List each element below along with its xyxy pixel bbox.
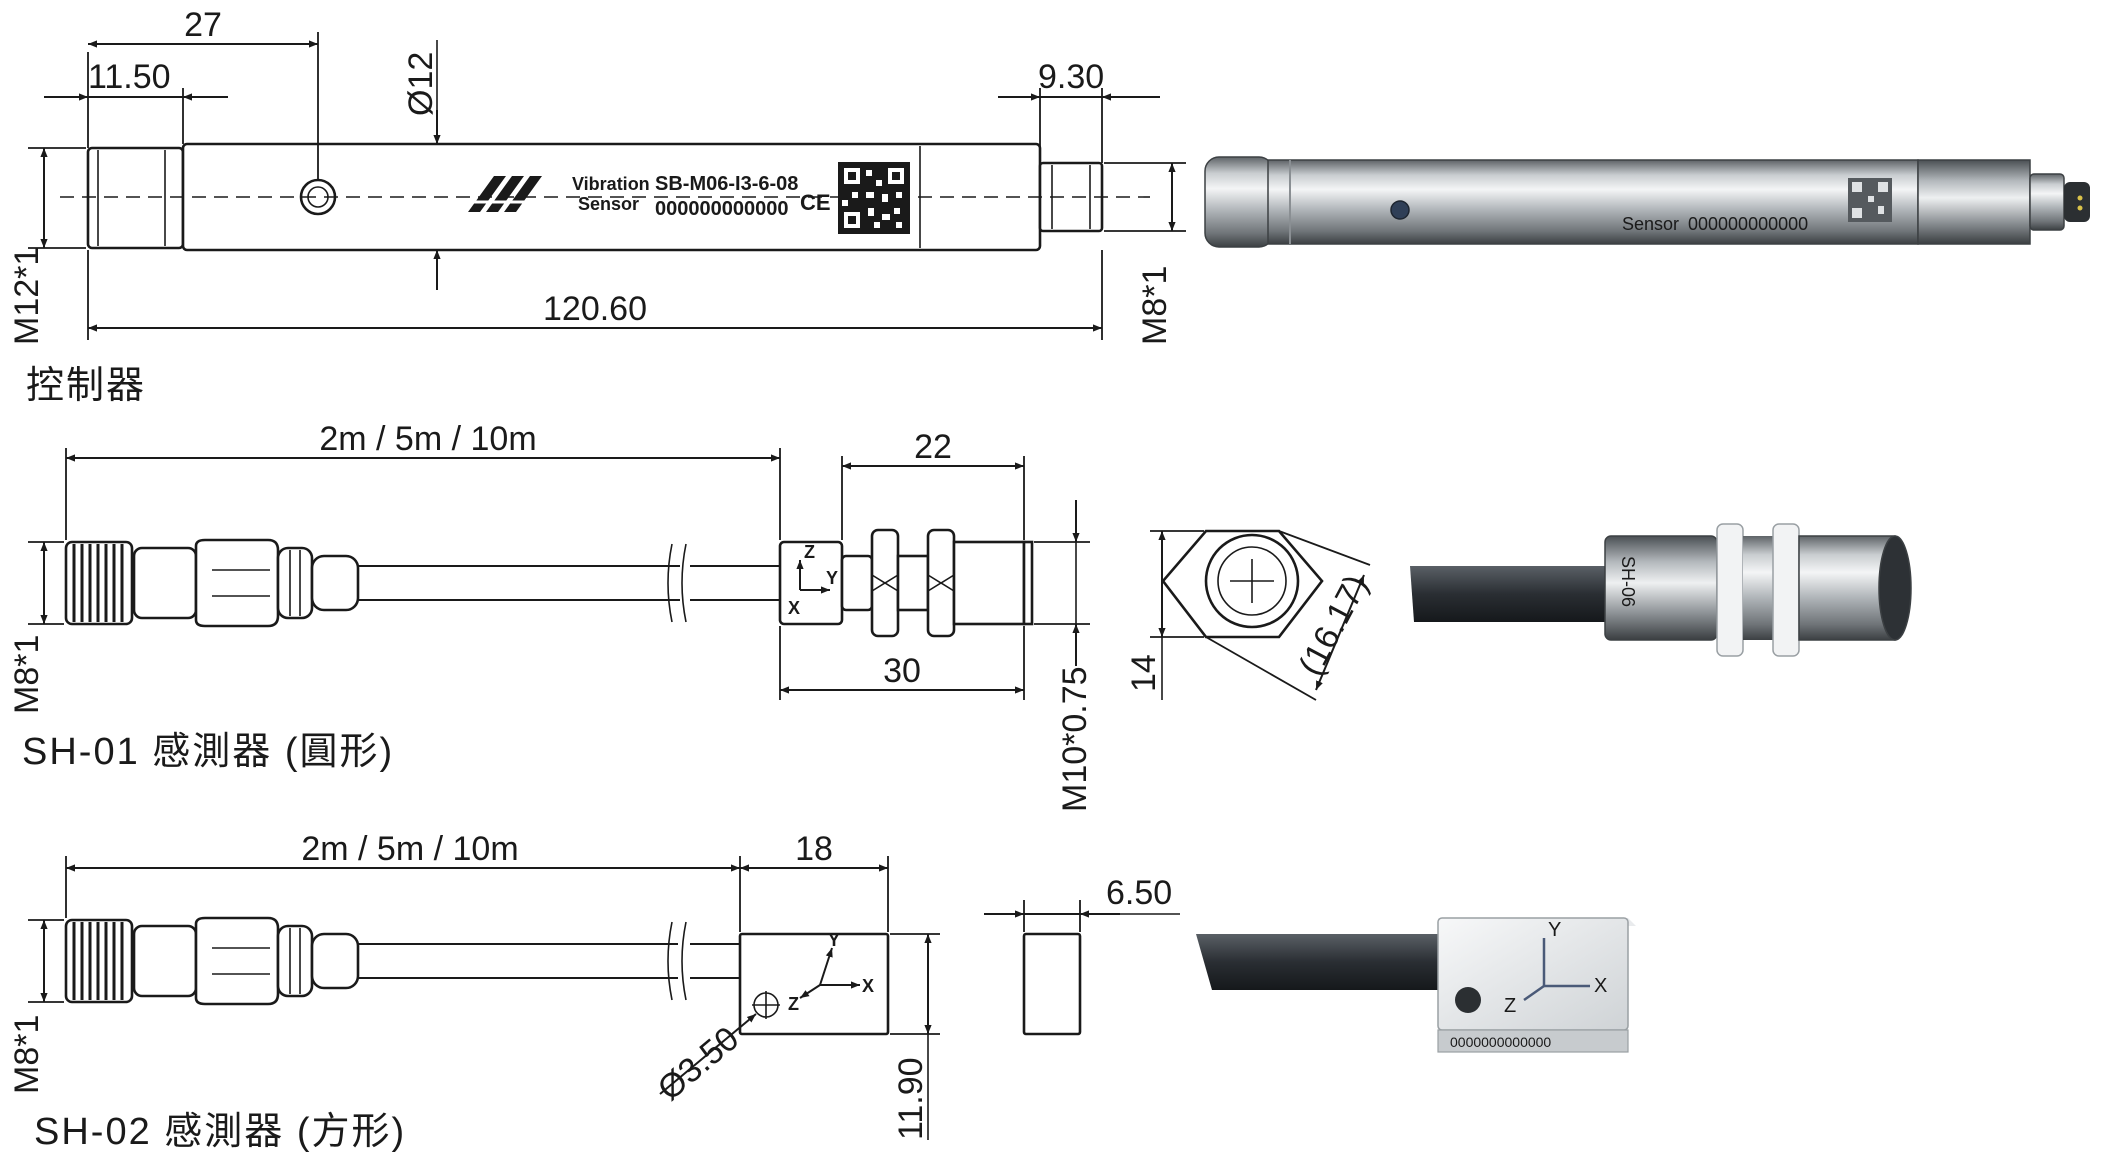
sh02-axis-triad-icon: Y X Z — [788, 930, 874, 1014]
dim-11-50: 11.50 — [88, 58, 171, 96]
sh01-axis-z: Z — [804, 542, 815, 562]
sh02-title: SH-02 感測器 (方形) — [34, 1111, 406, 1153]
sh02-axis-z: Z — [788, 994, 799, 1014]
controller-serial: 000000000000 — [655, 198, 788, 220]
sh02-photo-block — [1437, 917, 1629, 1031]
dim-120-60: 120.60 — [543, 290, 647, 328]
sh02-dim-cable-length: 2m / 5m / 10m — [301, 830, 518, 868]
sh02-dim-diameter-3-50: Ø3.50 — [651, 1019, 746, 1108]
controller-model: SB-M06-I3-6-08 — [655, 173, 798, 195]
ce-mark: CE — [800, 190, 831, 215]
hex-nut-icon: 14 (16.17) — [1125, 529, 1376, 701]
sh01-dim-m8: M8*1 — [8, 635, 46, 714]
sh02-photo-axis-x: X — [1594, 975, 1607, 997]
sh02-axis-x: X — [862, 976, 874, 996]
dim-m12: M12*1 — [8, 247, 46, 345]
sh02-dim-6-50: 6.50 — [1106, 874, 1172, 912]
sh02-dim-m8: M8*1 — [8, 1015, 46, 1094]
sh01-photo-label: SH-06 — [1618, 556, 1638, 607]
controller-title: 控制器 — [26, 365, 146, 407]
sh01-drawing: Z Y X 2m / 5m / 10m 22 30 M8*1 M10*0.75 … — [8, 420, 1094, 812]
sh02-photo-axis-z: Z — [1504, 995, 1516, 1017]
dim-9-30: 9.30 — [1038, 58, 1104, 96]
sh02-photo: Y X Z 0000000000000 — [1196, 917, 1636, 1053]
photo-sensor-label: Sensor — [1622, 214, 1679, 234]
photo-qr-code-icon — [1848, 178, 1892, 222]
sh02-dim-18: 18 — [795, 830, 833, 868]
sh02-dim-11-90: 11.90 — [892, 1057, 930, 1140]
sh01-dim-cable-length: 2m / 5m / 10m — [319, 420, 536, 458]
sh02-drawing: Y X Z 2m / 5m / 10m 18 M8*1 11.90 Ø3.50 … — [8, 830, 940, 1153]
controller-drawing: Vibration Sensor SB-M06-I3-6-08 00000000… — [8, 6, 1186, 407]
controller-connector-right — [1038, 161, 1104, 233]
qr-code-icon — [838, 162, 910, 234]
controller-label-line2: Sensor — [578, 194, 639, 214]
photo-serial: 000000000000 — [1688, 214, 1808, 234]
sh01-dim-22: 22 — [914, 428, 952, 466]
sh01-threaded-body — [952, 540, 1026, 626]
sh01-axis-y: Y — [826, 568, 838, 588]
sh01-connector-body — [194, 538, 280, 628]
sh01-dim-m10: M10*0.75 — [1056, 666, 1094, 812]
sh02-side-view: 6.50 — [984, 874, 1180, 1036]
controller-label-line1: Vibration — [572, 174, 650, 194]
controller-photo: Sensor 000000000000 — [1204, 156, 2090, 248]
axis-triad-icon: Z Y X — [788, 542, 838, 618]
sh01-axis-x: X — [788, 598, 800, 618]
controller-end-cap-left — [86, 146, 185, 250]
dim-diameter-12: Ø12 — [402, 52, 440, 116]
sh01-photo: SH-06 — [1410, 523, 1912, 657]
sh01-title: SH-01 感測器 (圓形) — [22, 731, 394, 773]
sh02-axis-y: Y — [828, 930, 840, 950]
sh02-photo-serial: 0000000000000 — [1450, 1034, 1551, 1050]
dim-m8-controller: M8*1 — [1136, 266, 1174, 345]
sh01-dim-30: 30 — [883, 652, 921, 690]
dim-27: 27 — [184, 6, 222, 44]
sh02-photo-axis-y: Y — [1548, 919, 1561, 941]
brand-logo-icon — [468, 176, 542, 212]
sh02-connector-body — [194, 916, 280, 1006]
photo-led-icon — [1390, 200, 1410, 220]
sh01-dim-14: 14 — [1125, 654, 1163, 692]
